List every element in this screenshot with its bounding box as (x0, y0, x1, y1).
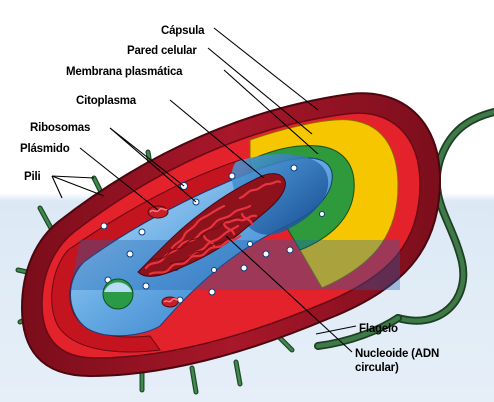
leader-lines (51, 27, 357, 353)
leader-plasmid (79, 147, 159, 211)
leader-cell-wall (207, 47, 313, 135)
leader-plasma-membrane (223, 69, 319, 155)
label-pili: Pili (24, 171, 40, 183)
leader-cytoplasm (169, 99, 265, 179)
nucleoid (137, 173, 286, 277)
label-flagellum: Flagelo (359, 323, 398, 335)
leader-ribosomes-b (109, 127, 197, 203)
cytoplasm-shade (70, 240, 400, 290)
plasmid-2 (161, 296, 179, 308)
flagellum-base (315, 315, 401, 349)
label-ribosomes: Ribosomas (30, 122, 90, 134)
label-cytoplasm: Citoplasma (76, 95, 137, 107)
leader-nucleoid (225, 235, 353, 353)
plasmid (147, 205, 169, 219)
label-cell-wall: Pared celular (127, 45, 197, 57)
ribosomes (100, 164, 325, 304)
leader-pili-c (51, 175, 63, 199)
label-nucleoid-line2: circular) (355, 362, 399, 374)
leader-pili-b (51, 175, 105, 197)
leader-capsule (213, 27, 319, 111)
label-plasmid: Plásmido (20, 143, 70, 155)
label-nucleoid-line1: Nucleoide (ADN (355, 348, 439, 360)
leader-ribosomes-a (109, 127, 185, 187)
leader-flagellum (315, 325, 357, 335)
leader-pili-a (51, 175, 95, 179)
flagellum (395, 109, 494, 323)
label-plasma-membrane: Membrana plasmática (66, 66, 183, 78)
label-capsule: Cápsula (161, 25, 205, 37)
